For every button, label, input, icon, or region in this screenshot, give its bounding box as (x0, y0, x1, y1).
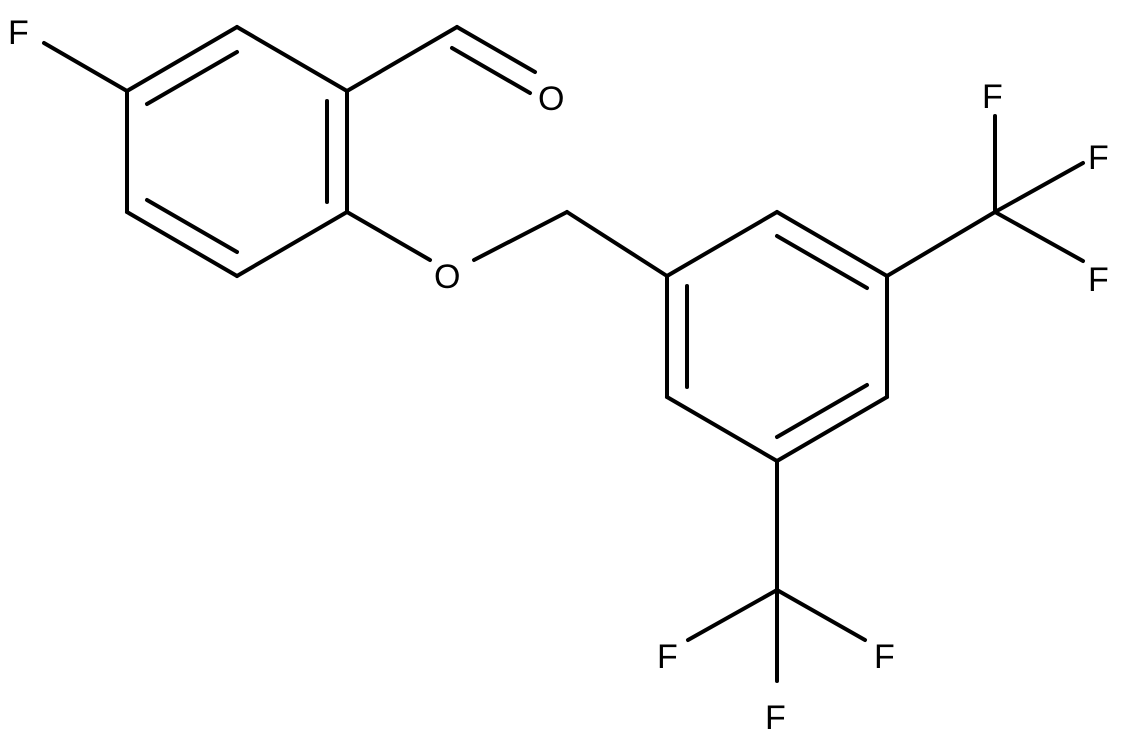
atom-label-f-top-1: F (982, 78, 1003, 116)
bond-ch2-ring2 (565, 210, 669, 278)
atom-label-f-bottom-1: F (657, 638, 678, 676)
bond-cf3-bottom-f1 (686, 588, 779, 642)
bond-ring2-4 (775, 395, 889, 463)
bond-o-ch2 (472, 210, 569, 262)
bond-cf3-bottom-f2 (775, 588, 867, 642)
bond-cf3-top-f3 (993, 210, 1085, 263)
bond-c-o-double-2 (450, 46, 532, 95)
atom-label-f-bottom-3: F (765, 699, 786, 737)
bond-ring2-cf3-top (885, 210, 997, 278)
bond-ring2-2-inner (775, 234, 869, 290)
atom-labels: F O O F F F F F F (8, 14, 1109, 737)
bond-c-o-ether (345, 210, 432, 262)
bond-c-cho (345, 25, 459, 93)
bond-ring2-4-inner (775, 383, 869, 439)
atom-label-f-ring: F (8, 14, 29, 52)
atom-label-o-ether: O (434, 258, 460, 296)
bond-ring2-5 (665, 395, 779, 463)
bond-ring2-1 (665, 210, 779, 278)
bond-cf3-top-f2 (993, 161, 1085, 214)
bond-ring1-5-inner (145, 198, 239, 254)
bond-ring1-1 (125, 25, 239, 93)
bond-ring2-2 (775, 210, 889, 278)
bond-c-o-double-1 (455, 25, 537, 74)
bond-ring1-1-inner (145, 50, 239, 106)
atom-label-f-top-2: F (1088, 139, 1109, 177)
bonds (42, 25, 1085, 683)
atom-label-o-aldehyde: O (538, 80, 564, 118)
bond-ring1-4 (235, 210, 349, 278)
bond-c-f-ring (42, 41, 129, 93)
atom-label-f-bottom-2: F (874, 638, 895, 676)
bond-ring1-5 (125, 210, 239, 278)
bond-ring1-2 (235, 25, 349, 93)
atom-label-f-top-3: F (1088, 261, 1109, 299)
